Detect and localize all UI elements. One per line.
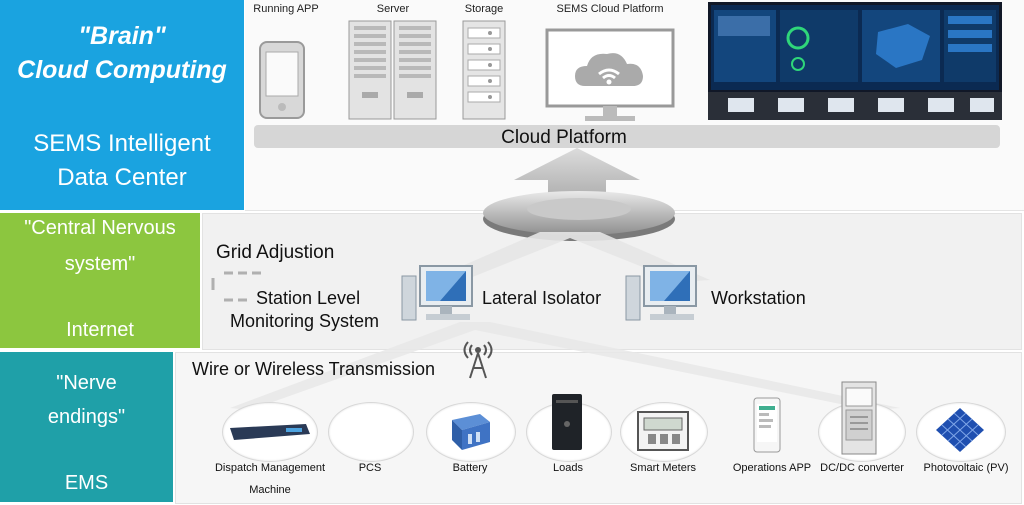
smart-meters-label: Smart Meters bbox=[629, 462, 696, 474]
storage-label: Storage bbox=[464, 3, 504, 15]
running-app-label: Running APP bbox=[253, 3, 319, 15]
solar-panel-icon bbox=[936, 408, 984, 452]
operations-app-label: Operations APP bbox=[732, 462, 812, 474]
cloud-monitor-icon bbox=[545, 28, 675, 121]
storage-icon bbox=[462, 20, 506, 120]
control-room-dashboard-image bbox=[708, 2, 1002, 120]
dcdc-converter-icon bbox=[841, 381, 877, 455]
brain-title-line2: Cloud Computing bbox=[17, 56, 227, 84]
dcdc-converter-label: DC/DC converter bbox=[820, 462, 904, 474]
smart-meter-icon bbox=[637, 411, 689, 451]
cns-title-line2: system" bbox=[64, 253, 136, 275]
station-level-label-line1: Station Level bbox=[256, 288, 361, 308]
dispatch-machine-label-line2: Machine bbox=[249, 484, 291, 496]
pcs-oval bbox=[328, 402, 414, 462]
cns-subtitle: Internet bbox=[66, 319, 134, 341]
battery-label: Battery bbox=[452, 462, 488, 474]
upward-data-arrow bbox=[514, 148, 640, 206]
workstation-computer-icon-left bbox=[401, 265, 473, 321]
cloud-platform-bar bbox=[254, 125, 1000, 148]
network-hub-disk bbox=[483, 191, 675, 241]
cloud-platform-label: Cloud Platform bbox=[501, 127, 627, 148]
brain-title-line1: "Brain" bbox=[78, 22, 166, 50]
phone-icon bbox=[259, 41, 305, 119]
grid-adjustion-label: Grid Adjustion bbox=[216, 242, 335, 263]
loads-icon bbox=[552, 394, 582, 450]
nerve-title-line2: endings" bbox=[47, 406, 126, 428]
antenna-icon bbox=[463, 341, 493, 379]
loads-label: Loads bbox=[553, 462, 583, 474]
device-fan-rays bbox=[230, 322, 900, 410]
operations-app-phone-icon bbox=[753, 397, 781, 453]
cns-layer-panel: "Central Nervous system" Internet bbox=[0, 213, 200, 348]
nerve-layer-panel: "Nerve endings" EMS bbox=[0, 352, 173, 502]
dashed-box-icon bbox=[211, 271, 264, 302]
battery-oval bbox=[426, 402, 516, 462]
photovoltaic-label: Photovoltaic (PV) bbox=[923, 462, 1009, 474]
brain-subtitle-line2: Data Center bbox=[57, 164, 187, 191]
sems-cloud-platform-label: SEMS Cloud Platform bbox=[556, 3, 664, 15]
workstation-label: Workstation bbox=[711, 288, 806, 308]
brain-layer-panel: "Brain" Cloud Computing SEMS Intelligent… bbox=[0, 0, 244, 210]
lateral-isolator-label: Lateral Isolator bbox=[482, 288, 602, 308]
workstation-computer-icon-right bbox=[625, 265, 697, 321]
station-level-label-line2: Monitoring System bbox=[230, 311, 380, 331]
dispatch-machine-label-line1: Dispatch Management bbox=[214, 462, 326, 474]
server-label: Server bbox=[376, 3, 410, 15]
brain-subtitle-line1: SEMS Intelligent bbox=[33, 130, 211, 157]
battery-icon bbox=[452, 414, 490, 450]
cns-title-line1: "Central Nervous bbox=[24, 217, 176, 239]
transmission-label: Wire or Wireless Transmission bbox=[192, 359, 436, 379]
nerve-subtitle: EMS bbox=[64, 472, 109, 494]
dispatch-machine-icon bbox=[230, 424, 310, 440]
nerve-title-line1: "Nerve bbox=[56, 372, 117, 394]
server-icon bbox=[348, 20, 437, 120]
pcs-label: PCS bbox=[358, 462, 382, 474]
